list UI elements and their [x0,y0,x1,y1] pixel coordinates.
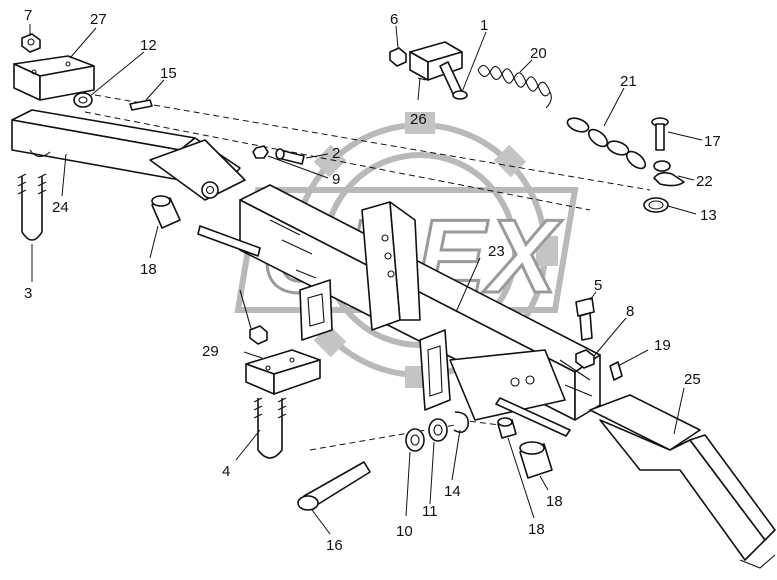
main-frame-part-24 [239,184,601,421]
callout-20: 19 [654,337,671,354]
callout-2: 2 [332,145,340,162]
key-part-15 [129,99,153,111]
callout-12: 12 [140,37,157,54]
callout-28: 27 [90,11,107,28]
pin-part-16 [297,461,371,511]
washer-part-12 [73,92,93,108]
callout-9: 9 [332,171,340,188]
callout-25: 24 [52,199,69,216]
callout-22: 21 [620,73,637,90]
callout-14: 14 [444,483,461,500]
nut-part-29-top [249,325,268,345]
washer-part-11 [428,418,448,442]
callout-27: 26 [410,111,427,128]
chain-part-22 [566,117,647,170]
callout-5: 5 [594,277,602,294]
callout-21: 20 [530,45,547,62]
callout-19: 18 [528,521,545,538]
callout-13: 13 [700,207,717,224]
u-bolt-part-4 [253,397,287,459]
callout-26: 25 [684,371,701,388]
callout-11: 11 [422,503,438,520]
callout-15: 15 [160,65,177,82]
clip-part-23 [653,160,685,187]
callout-18-upper: 18 [140,261,157,278]
grease-fitting-part-20 [609,361,623,381]
bushing-part-18-upper [151,195,181,229]
bushing-part-19 [497,417,517,439]
ring-part-13 [643,197,669,213]
callout-10: 10 [396,523,413,540]
callout-7: 7 [24,7,32,24]
bolt-part-2 [275,148,305,165]
snap-ring-part-14 [453,411,470,434]
leader-lines [29,24,703,535]
bushing-part-18-lower [519,441,553,479]
callout-18-lower: 18 [546,493,563,510]
nut-part-8 [575,349,595,369]
plate-part-29 [245,349,321,395]
nut-part-6 [389,47,407,67]
spring-part-21 [477,64,552,109]
callout-23: 22 [696,173,713,190]
u-bolt-part-3 [17,173,47,241]
drawbar-arm-part-25 [11,109,246,201]
nut-part-9 [252,145,269,159]
pin-part-17 [651,117,669,151]
callout-3: 3 [24,285,32,302]
plate-part-28 [13,55,95,101]
callout-1: 1 [480,17,488,34]
callout-6: 6 [390,11,398,28]
callout-8: 8 [626,303,634,320]
callout-16: 16 [326,537,343,554]
nut-part-7 [21,33,41,53]
frame-rods [197,225,571,437]
bolt-part-5 [575,297,595,341]
washer-part-10 [405,428,425,452]
callout-29: 29 [202,343,219,360]
callout-labels: 7 27 12 15 6 1 20 21 17 2 9 22 13 24 3 1… [24,7,721,554]
drawbar-arm-part-26 [589,394,776,569]
callout-24: 23 [488,243,505,260]
callout-4: 4 [222,463,230,480]
callout-17: 17 [704,133,721,150]
